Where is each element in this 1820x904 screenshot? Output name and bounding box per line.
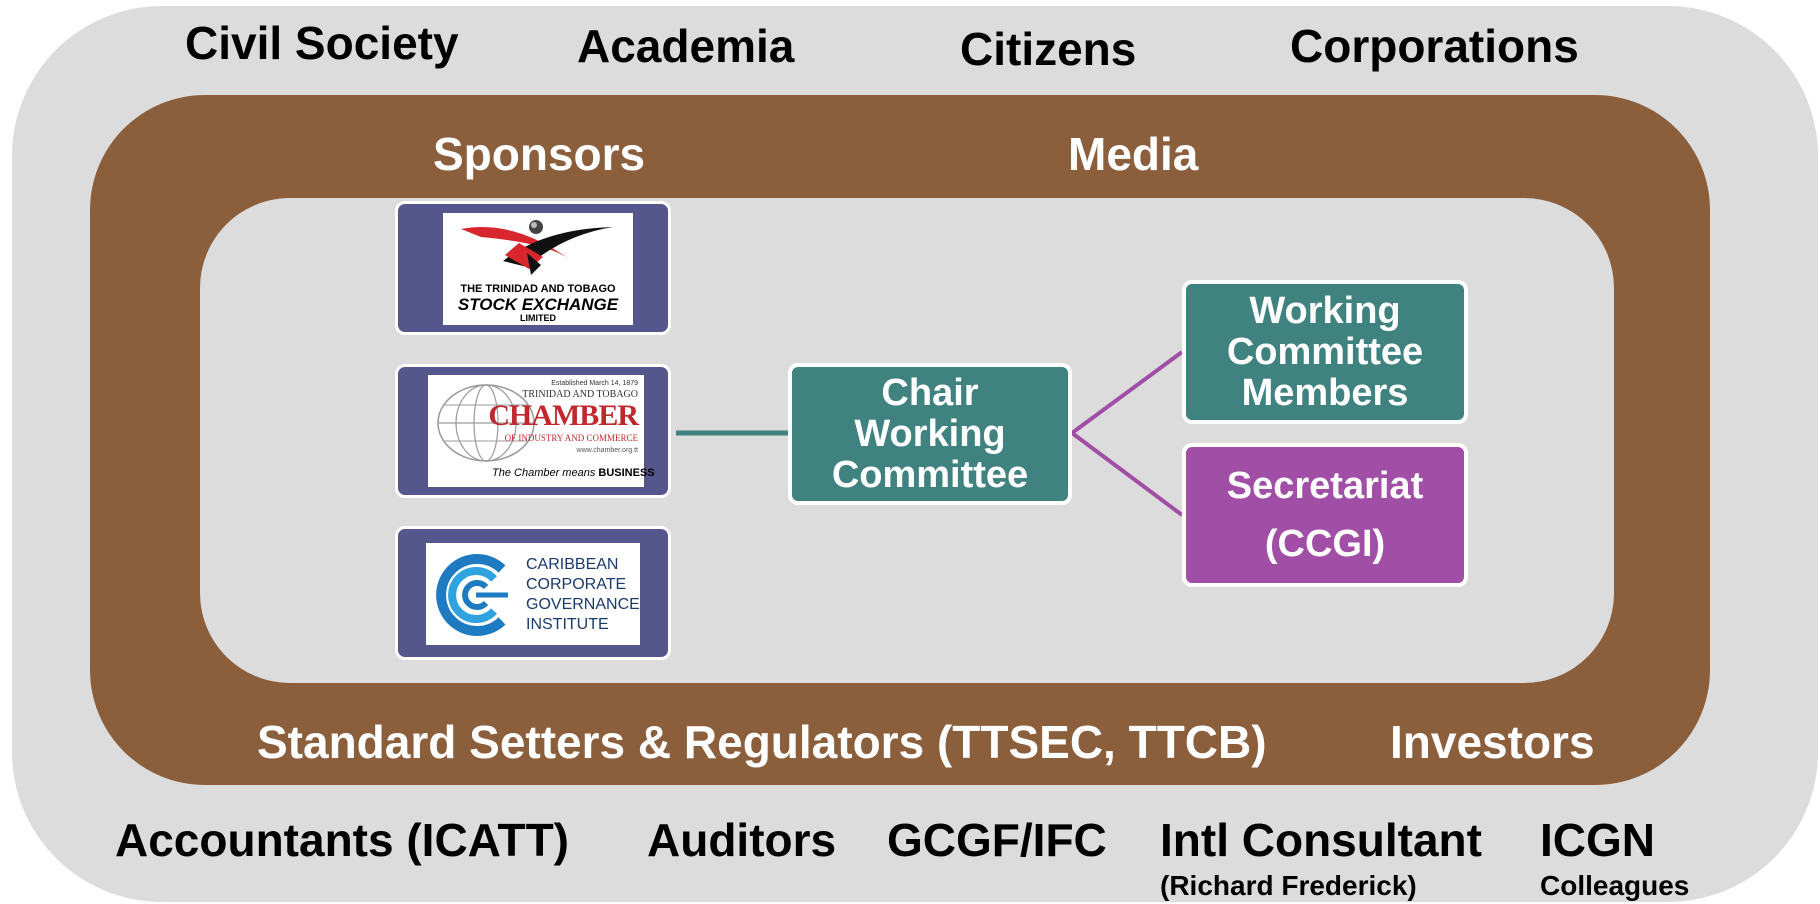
node-working-committee-members: Working Committee Members xyxy=(1182,280,1468,424)
label-civil-society: Civil Society xyxy=(185,17,459,69)
chamber-logo: Established March 14, 1879 TRINIDAD AND … xyxy=(428,375,655,487)
label-corporations: Corporations xyxy=(1290,20,1579,72)
chamber-tagline-italic: The Chamber means xyxy=(492,467,596,479)
stock-exchange-line1: THE TRINIDAD AND TOBAGO xyxy=(460,283,616,295)
ccgi-text: CARIBBEAN CORPORATE GOVERNANCE INSTITUTE xyxy=(526,555,640,635)
chamber-established: Established March 14, 1879 xyxy=(551,380,638,387)
stock-exchange-line2: STOCK EXCHANGE xyxy=(457,295,619,314)
stock-exchange-line3: LIMITED xyxy=(520,313,556,323)
node-secretariat: Secretariat (CCGI) xyxy=(1182,443,1468,587)
node-chair-working-committee: Chair Working Committee xyxy=(788,363,1072,505)
connector-chair-secretariat xyxy=(1070,431,1184,517)
label-investors: Investors xyxy=(1390,716,1595,768)
label-media: Media xyxy=(1068,128,1199,180)
label-gcgf-ifc: GCGF/IFC xyxy=(887,814,1107,866)
connector-chair-members xyxy=(1070,350,1184,435)
chamber-top: TRINIDAD AND TOBAGO xyxy=(522,389,638,400)
chamber-sub: OF INDUSTRY AND COMMERCE xyxy=(504,433,638,443)
label-intl-consultant: Intl Consultant xyxy=(1160,814,1482,866)
ccgi-swirl-icon xyxy=(436,554,508,636)
ccgi-line-3: GOVERNANCE xyxy=(526,596,640,613)
members-label: Working Committee Members xyxy=(1226,289,1424,414)
chamber-name: CHAMBER xyxy=(488,399,639,432)
chamber-url: www.chamber.org.tt xyxy=(576,447,638,454)
label-sponsors: Sponsors xyxy=(433,128,646,180)
label-citizens: Citizens xyxy=(960,23,1137,75)
label-consultant-name: (Richard Frederick) xyxy=(1160,870,1417,901)
chair-label: Chair Working Committee xyxy=(831,371,1029,496)
label-icgn-colleagues: Colleagues xyxy=(1540,870,1690,901)
ccgi-line-4: INSTITUTE xyxy=(526,616,609,633)
label-icgn: ICGN xyxy=(1540,814,1655,866)
sponsor-stock-exchange: THE TRINIDAD AND TOBAGO STOCK EXCHANGE L… xyxy=(395,201,671,335)
ccgi-line-2: CORPORATE xyxy=(526,576,627,593)
ccgi-logo: CARIBBEAN CORPORATE GOVERNANCE INSTITUTE xyxy=(426,543,640,645)
sponsor-chamber: Established March 14, 1879 TRINIDAD AND … xyxy=(395,364,671,498)
stock-exchange-logo: THE TRINIDAD AND TOBAGO STOCK EXCHANGE L… xyxy=(443,213,633,325)
label-accountants: Accountants (ICATT) xyxy=(115,814,570,866)
chamber-tagline-bold: BUSINESS xyxy=(598,467,655,479)
chamber-tagline: The Chamber means BUSINESS xyxy=(492,467,655,479)
label-auditors: Auditors xyxy=(647,814,837,866)
ccgi-line-1: CARIBBEAN xyxy=(526,556,619,573)
label-regulators: Standard Setters & Regulators (TTSEC, TT… xyxy=(257,716,1267,768)
sponsor-ccgi: CARIBBEAN CORPORATE GOVERNANCE INSTITUTE xyxy=(395,526,671,660)
stock-exchange-emblem-icon xyxy=(461,220,613,275)
chamber-globe-icon xyxy=(437,384,535,462)
label-academia: Academia xyxy=(577,20,795,72)
secretariat-label: Secretariat (CCGI) xyxy=(1226,465,1424,565)
